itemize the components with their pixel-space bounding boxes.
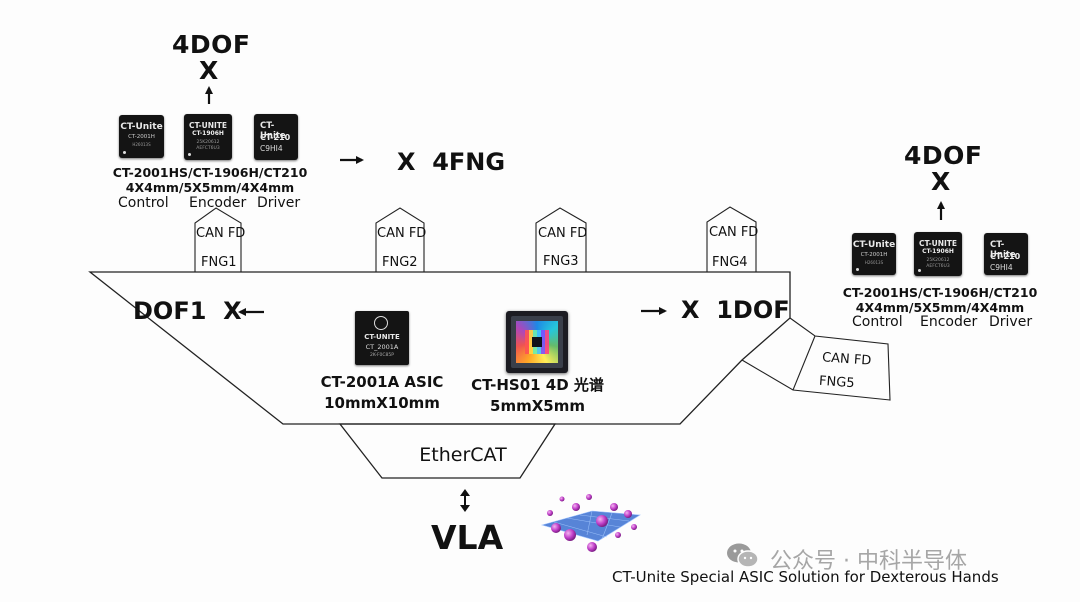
dof-left-label: DOF1 X <box>133 297 242 325</box>
top-right-part-numbers: CT-2001HS/CT-1906H/CT210 <box>842 285 1038 300</box>
chip-encoder-top-right: CT-UNITE CT-1906H 25K20612 AEFCT6U3 <box>914 232 962 276</box>
top-right-role-control: Control <box>852 314 903 330</box>
chip-driver-top-left: CT-Unite CT-210 C9HI4 <box>254 114 298 160</box>
spectral-size: 5mmX5mm <box>490 397 585 415</box>
top-left-role-driver: Driver <box>257 195 301 211</box>
vla-label: VLA <box>431 518 504 557</box>
fng1-label: FNG1 <box>201 255 237 270</box>
asic-name: CT-2001A ASIC <box>320 373 444 391</box>
fng1-connector <box>194 207 242 272</box>
top-left-sizes: 4X4mm/5X5mm/4X4mm <box>125 180 295 195</box>
top-left-role-control: Control <box>118 195 169 211</box>
fng4-connector <box>706 206 757 272</box>
top-right-role-encoder: Encoder <box>920 314 978 330</box>
wechat-icon <box>726 542 760 570</box>
chip-control-top-right: CT-Unite CT-2001H H26013S <box>852 233 896 275</box>
top-left-dof-label: 4DOF <box>172 30 251 59</box>
chip-control-top-left: CT-Unite CT-2001H H26013S <box>119 115 164 158</box>
asic-size: 10mmX10mm <box>324 394 440 412</box>
fng3-label: FNG3 <box>543 254 579 269</box>
fng4-label: FNG4 <box>712 255 748 270</box>
chip-encoder-top-left: CT-UNITE CT-1906H 25K20612 AEFCT6U3 <box>184 114 232 160</box>
footer-caption: CT-Unite Special ASIC Solution for Dexte… <box>612 568 999 586</box>
fng5-label: FNG5 <box>818 373 856 392</box>
top-right-sizes: 4X4mm/5X5mm/4X4mm <box>855 300 1025 315</box>
fng4-bus-label: CAN FD <box>709 225 759 240</box>
fng2-connector <box>375 207 425 272</box>
asic-chip: CT-UNITE CT_2001A 2K-F0C85P <box>355 311 409 365</box>
dof-right-label: X 1DOF <box>681 296 790 324</box>
top-left-role-encoder: Encoder <box>189 195 247 211</box>
spectral-sensor-chip <box>506 311 568 373</box>
top-left-part-numbers: CT-2001HS/CT-1906H/CT210 <box>112 165 308 180</box>
fng5-connector <box>741 317 891 401</box>
spectral-name: CT-HS01 4D 光谱 <box>471 376 604 394</box>
fng2-label: FNG2 <box>382 255 418 270</box>
vla-network-illustration <box>540 494 641 552</box>
fng3-connector <box>535 207 587 272</box>
fng-count-label: X 4FNG <box>397 148 506 176</box>
fng2-bus-label: CAN FD <box>377 226 427 241</box>
ethercat-outline <box>338 423 557 479</box>
top-right-x-label: X <box>931 167 951 196</box>
top-right-dof-label: 4DOF <box>904 141 983 170</box>
ethercat-label: EtherCAT <box>419 444 507 466</box>
fng1-bus-label: CAN FD <box>196 226 246 241</box>
chip-driver-top-right: CT-Unite CT-210 C9HI4 <box>984 233 1028 275</box>
watermark-text: 公众号 · 中科半导体 <box>770 549 967 574</box>
fng3-bus-label: CAN FD <box>538 226 588 241</box>
top-right-role-driver: Driver <box>989 314 1033 330</box>
top-left-x-label: X <box>199 56 219 85</box>
